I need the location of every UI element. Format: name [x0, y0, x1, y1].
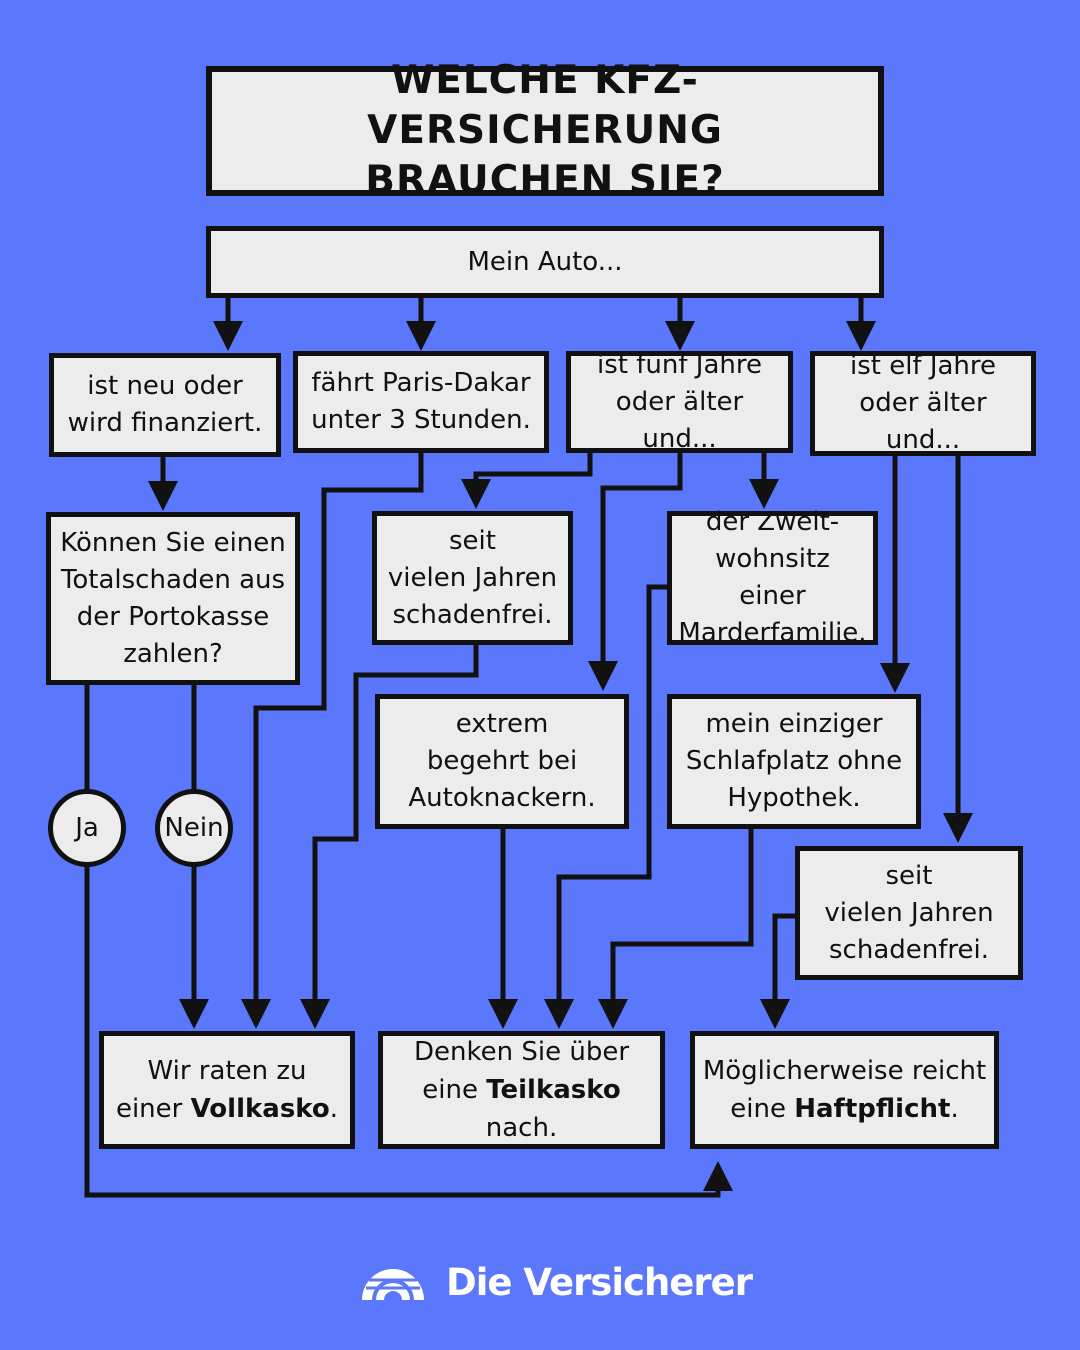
arrow-schadenfrei-vollkasko	[300, 645, 479, 1029]
arrow-schlafplatz-teilkasko	[598, 828, 754, 1029]
arrow-fuenf-schadenfrei	[461, 452, 593, 509]
branch-paris-box: fährt Paris-Dakar unter 3 Stunden.	[293, 351, 549, 453]
result-vollkasko-term: Vollkasko	[190, 1094, 330, 1124]
question-marder-label: der Zweit- wohnsitz einer Marderfamilie.	[678, 507, 867, 648]
question-schlafplatz-label: mein einziger Schlafplatz ohne Hypothek.	[685, 709, 903, 813]
result-vollkasko-box: Wir raten zu einer Vollkasko.	[99, 1031, 355, 1149]
question-schadenfrei2-box: seit vielen Jahren schadenfrei.	[795, 846, 1023, 980]
arrow-fuenf-autoknacker	[588, 452, 683, 691]
brand-name: Die Versicherer	[446, 1260, 753, 1304]
branch-fuenf-label: ist fünf Jahre oder älter und...	[597, 349, 762, 454]
question-portokasse-label: Können Sie einen Totalschaden aus der Po…	[60, 527, 286, 669]
branch-paris-label: fährt Paris-Dakar unter 3 Stunden.	[311, 368, 531, 435]
answer-yes-circle: Ja	[48, 789, 126, 867]
question-portokasse-box: Können Sie einen Totalschaden aus der Po…	[46, 512, 300, 685]
question-marder-box: der Zweit- wohnsitz einer Marderfamilie.	[667, 507, 878, 648]
brand-logo: Die Versicherer	[360, 1258, 753, 1306]
rainbow-arcs-icon	[362, 1269, 424, 1300]
root-label: Mein Auto...	[467, 246, 623, 277]
page-title: WELCHE KFZ-VERSICHERUNG BRAUCHEN SIE?	[365, 58, 725, 203]
arrow-marder-teilkasko	[544, 584, 670, 1029]
question-autoknacker-label: extrem begehrt bei Autoknackern.	[408, 709, 596, 813]
result-teilkasko-line1: Denken Sie über	[413, 1037, 630, 1067]
result-haftpflicht-line1: Möglicherweise reicht	[702, 1056, 987, 1086]
branch-fuenf-box: ist fünf Jahre oder älter und...	[566, 350, 793, 454]
arrow-paris-vollkasko	[241, 452, 424, 1029]
question-autoknacker-box: extrem begehrt bei Autoknackern.	[375, 694, 629, 829]
arrow-schadenfrei2-haftpflicht	[760, 913, 797, 1029]
answer-yes-label: Ja	[75, 813, 99, 843]
question-schlafplatz-box: mein einziger Schlafplatz ohne Hypothek.	[667, 694, 921, 829]
result-vollkasko-line1: Wir raten zu	[147, 1056, 307, 1086]
answer-no-circle: Nein	[155, 789, 233, 867]
root-box: Mein Auto...	[206, 226, 884, 298]
question-schadenfrei-box: seit vielen Jahren schadenfrei.	[372, 511, 573, 645]
branch-elf-label: ist elf Jahre oder älter und...	[849, 351, 997, 455]
branch-neu-label: ist neu oder wird finanziert.	[67, 371, 263, 438]
arrow-ja-haftpflicht	[84, 866, 733, 1198]
question-schadenfrei2-label: seit vielen Jahren schadenfrei.	[824, 860, 994, 965]
title-box: WELCHE KFZ-VERSICHERUNG BRAUCHEN SIE?	[206, 58, 884, 203]
result-teilkasko-term: Teilkasko	[486, 1075, 621, 1105]
result-haftpflicht-box: Möglicherweise reicht eine Haftpflicht.	[690, 1031, 999, 1149]
result-haftpflicht-term: Haftpflicht	[794, 1094, 951, 1124]
question-schadenfrei-label: seit vielen Jahren schadenfrei.	[387, 525, 558, 630]
branch-neu-box: ist neu oder wird finanziert.	[49, 353, 281, 457]
result-teilkasko-box: Denken Sie über eine Teilkasko nach.	[378, 1031, 665, 1149]
answer-no-label: Nein	[164, 813, 224, 843]
branch-elf-box: ist elf Jahre oder älter und...	[810, 351, 1036, 456]
